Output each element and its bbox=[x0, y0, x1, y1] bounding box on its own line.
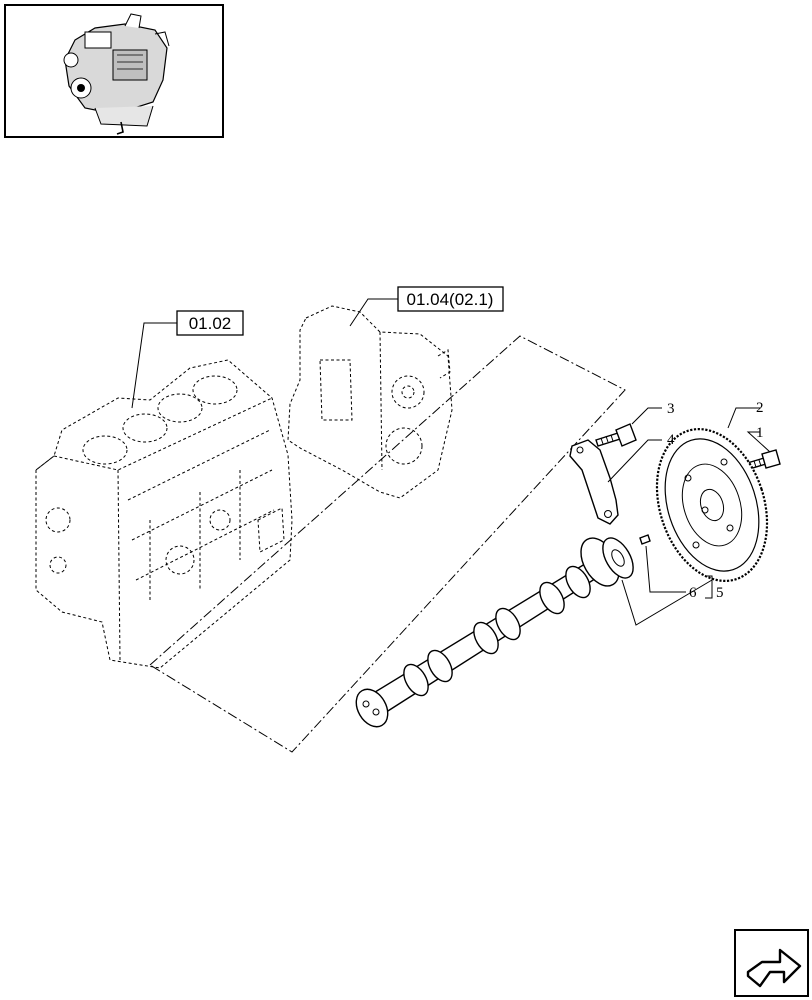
gear-part-2 bbox=[655, 427, 769, 583]
callout-2: 2 bbox=[756, 400, 764, 416]
camshaft-part-5 bbox=[355, 537, 634, 728]
next-page-arrow-icon[interactable] bbox=[734, 929, 809, 997]
callout-3: 3 bbox=[667, 401, 675, 417]
callout-1: 1 bbox=[756, 425, 764, 441]
callout-4: 4 bbox=[667, 432, 675, 448]
reference-label-cover[interactable]: 01.04(02.1) bbox=[397, 286, 504, 312]
callout-5: 5 bbox=[716, 585, 724, 601]
reference-label-block[interactable]: 01.02 bbox=[176, 310, 244, 336]
engine-thumbnail-icon[interactable] bbox=[4, 4, 224, 138]
reference-block-text: 01.02 bbox=[189, 314, 232, 333]
pin-part-6 bbox=[639, 534, 651, 545]
timing-cover bbox=[287, 305, 453, 499]
callout-6: 6 bbox=[689, 585, 697, 601]
bolt-part-3 bbox=[595, 423, 637, 447]
engine-block bbox=[35, 359, 293, 669]
reference-cover-text: 01.04(02.1) bbox=[407, 290, 494, 309]
bracket-part-4 bbox=[569, 439, 619, 525]
